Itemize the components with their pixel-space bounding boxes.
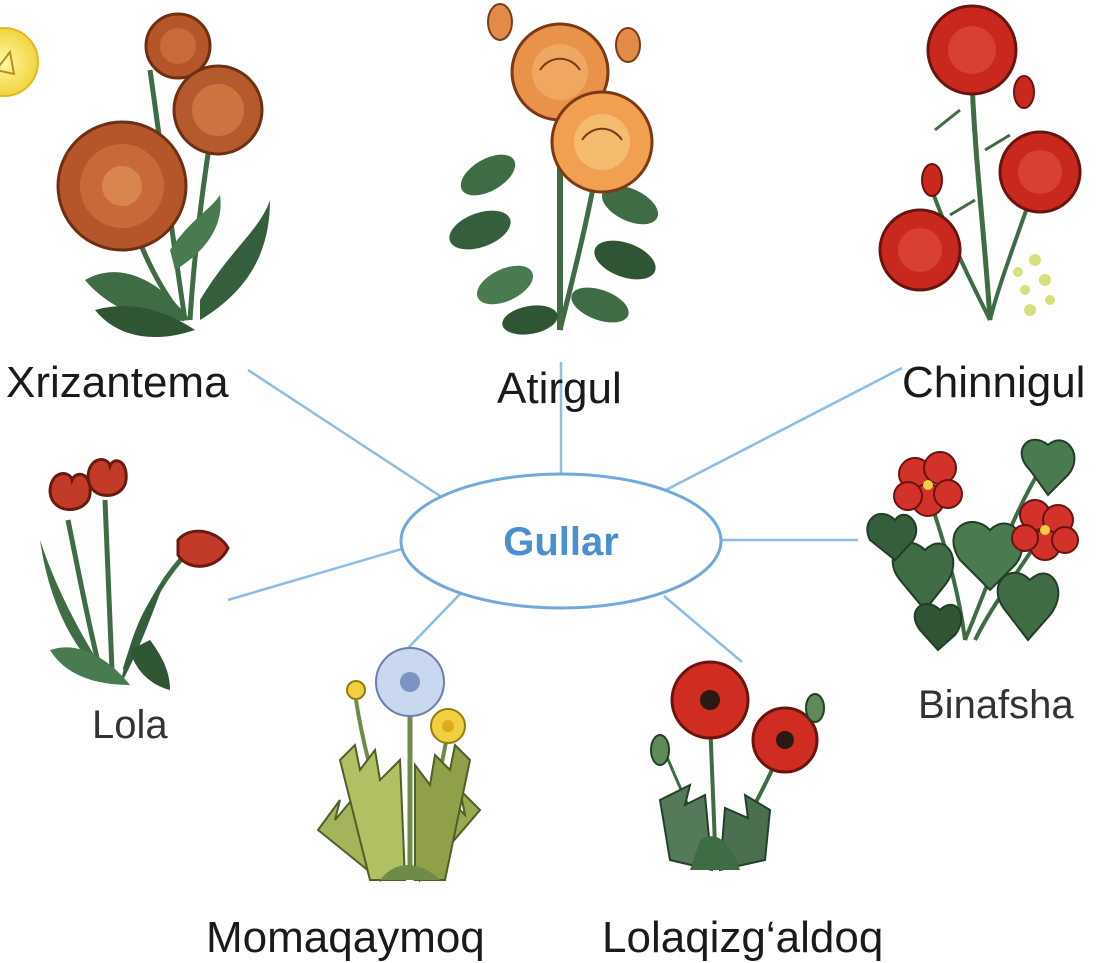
violet-icon <box>867 440 1078 650</box>
node-label-momaqaymoq: Momaqaymoq <box>206 913 485 962</box>
node-label-lolaqizgaldoq: Lolaqizg‘aldoq <box>602 913 883 962</box>
node-label-xrizantema: Xrizantema <box>6 358 229 407</box>
node-label-binafsha: Binafsha <box>918 683 1074 727</box>
poppy-icon <box>651 662 824 870</box>
center-label: Gullar <box>503 520 619 564</box>
chrysanthemum-icon <box>58 14 270 337</box>
connector-lola <box>228 548 405 600</box>
rose-icon <box>444 4 664 339</box>
node-label-atirgul: Atirgul <box>497 364 622 413</box>
corner-badge-icon <box>0 28 38 96</box>
connector-xrizantema <box>248 370 440 496</box>
connector-chinnigul <box>662 368 902 492</box>
node-label-chinnigul: Chinnigul <box>902 358 1085 407</box>
carnation-icon <box>880 6 1080 320</box>
center-node: Gullar <box>401 474 721 608</box>
dandelion-icon <box>318 648 480 880</box>
tulip-icon <box>40 460 228 690</box>
connector-lolaqizgaldoq <box>664 596 742 662</box>
node-label-lola: Lola <box>92 703 168 747</box>
connector-momaqaymoq <box>408 592 462 648</box>
